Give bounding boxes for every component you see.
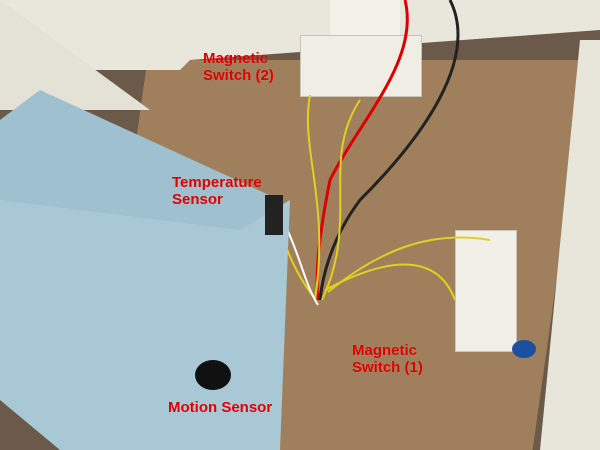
label-line: Magnetic	[352, 342, 418, 359]
magnetic-switch-2	[300, 35, 422, 97]
label-line: Temperature	[172, 174, 262, 191]
label-line: Sensor	[172, 191, 223, 208]
label-temperature-sensor: Temperature Sensor	[172, 174, 262, 208]
blue-pushpin	[512, 340, 536, 358]
label-magnetic-switch-2: Magnetic Switch (2)	[203, 50, 274, 84]
label-line: Magnetic	[203, 50, 269, 67]
label-line: Switch (1)	[352, 359, 423, 376]
label-magnetic-switch-1: Magnetic Switch (1)	[352, 342, 423, 376]
blue-box-front	[0, 200, 290, 450]
label-motion-sensor: Motion Sensor	[168, 399, 273, 416]
label-line: Switch (2)	[203, 67, 274, 84]
temperature-sensor	[265, 195, 283, 235]
magnetic-switch-1	[455, 230, 517, 352]
motion-sensor	[195, 360, 231, 390]
